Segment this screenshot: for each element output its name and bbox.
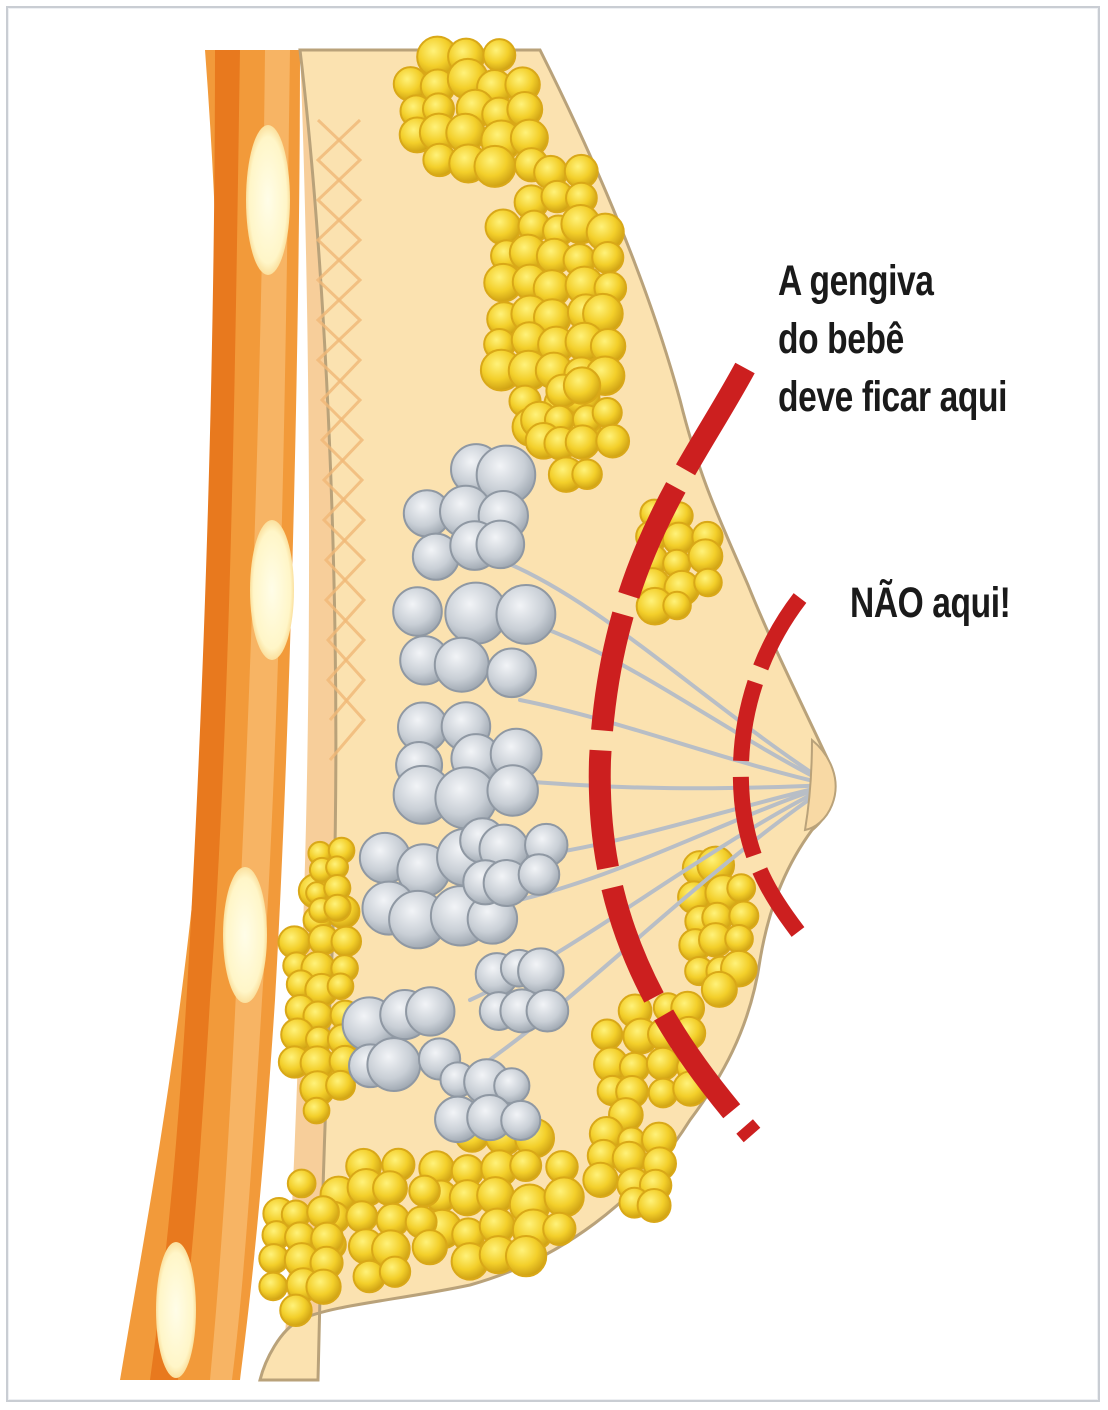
wrong-position-label: NÃO aqui! <box>850 574 1010 632</box>
label-line-1: A gengiva <box>778 252 1007 310</box>
label-line-3: deve ficar aqui <box>778 368 1007 426</box>
correct-position-label: A gengiva do bebê deve ficar aqui <box>778 252 1007 426</box>
label-line-2: do bebê <box>778 310 1007 368</box>
